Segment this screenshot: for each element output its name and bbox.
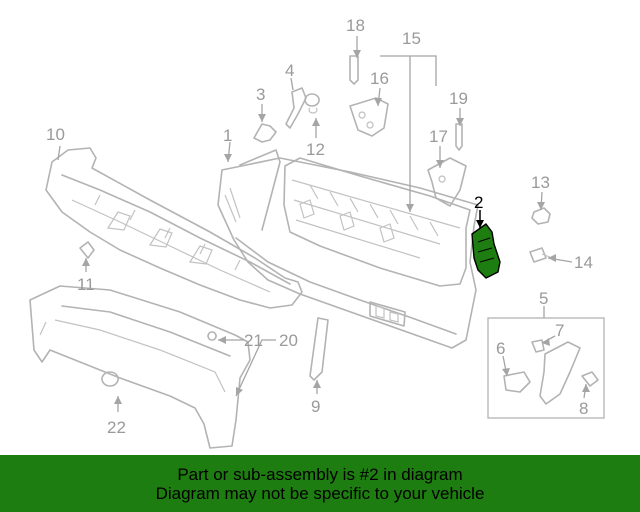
part-12-clip [304,93,320,107]
callout-3: 3 [256,85,265,104]
part-15-bumper-bracket [283,157,471,287]
part-14-bolt [529,247,547,263]
callout-22: 22 [107,418,126,437]
part-extension [539,341,581,405]
part-7-clip [531,339,545,353]
part-4-bracket [285,87,307,129]
callout-19: 19 [449,89,468,108]
callout-1: 1 [223,126,232,145]
callout-4: 4 [285,61,294,80]
banner-line-disclaimer: Diagram may not be specific to your vehi… [155,483,485,503]
part-18-bolt [349,55,359,85]
callout-17: 17 [429,127,448,146]
part-19-bolt [455,123,463,151]
part-6-bracket [503,371,531,393]
part-21-nut [207,331,217,341]
part-5-inset [487,317,605,419]
part-20-bumper-cover [29,285,251,449]
callout-8: 8 [579,399,588,418]
callout-20: 20 [279,331,298,350]
part-3-bracket [253,123,277,143]
part-13-nut [531,207,551,225]
part-1-front-bumper [217,149,479,349]
part-9-molding [309,317,329,381]
callout-14: 14 [574,253,593,272]
callout-labels: 1 2 3 4 5 6 7 8 9 10 11 12 13 14 15 16 1… [46,16,593,437]
callout-9: 9 [311,397,320,416]
part-11-clip [79,241,95,259]
callout-21: 21 [244,331,263,350]
callout-13: 13 [531,173,550,192]
part-17-bracket [427,157,467,207]
callout-16: 16 [370,69,389,88]
part-22-grommet [101,371,119,387]
arrowheads [82,50,590,404]
callout-12: 12 [306,140,325,159]
callout-2: 2 [474,193,483,212]
banner-line-part: Part or sub-assembly is #2 in diagram [177,464,463,484]
callout-10: 10 [46,125,65,144]
part-16-bracket [349,97,389,137]
part-info-banner: Part or sub-assembly is #2 in diagram Di… [0,455,640,512]
part-8-clip [581,371,599,387]
exploded-parts-diagram: 1 2 3 4 5 6 7 8 9 10 11 12 13 14 15 16 1… [29,16,605,449]
callout-15: 15 [402,29,421,48]
leader-lines [57,36,587,412]
callout-6: 6 [496,339,505,358]
part-10-reinforcement [45,147,303,309]
callout-11: 11 [77,275,95,294]
part-2-highlighted-bracket [471,223,501,279]
callout-18: 18 [346,16,365,35]
callout-5: 5 [539,289,548,308]
callout-7: 7 [555,321,564,340]
